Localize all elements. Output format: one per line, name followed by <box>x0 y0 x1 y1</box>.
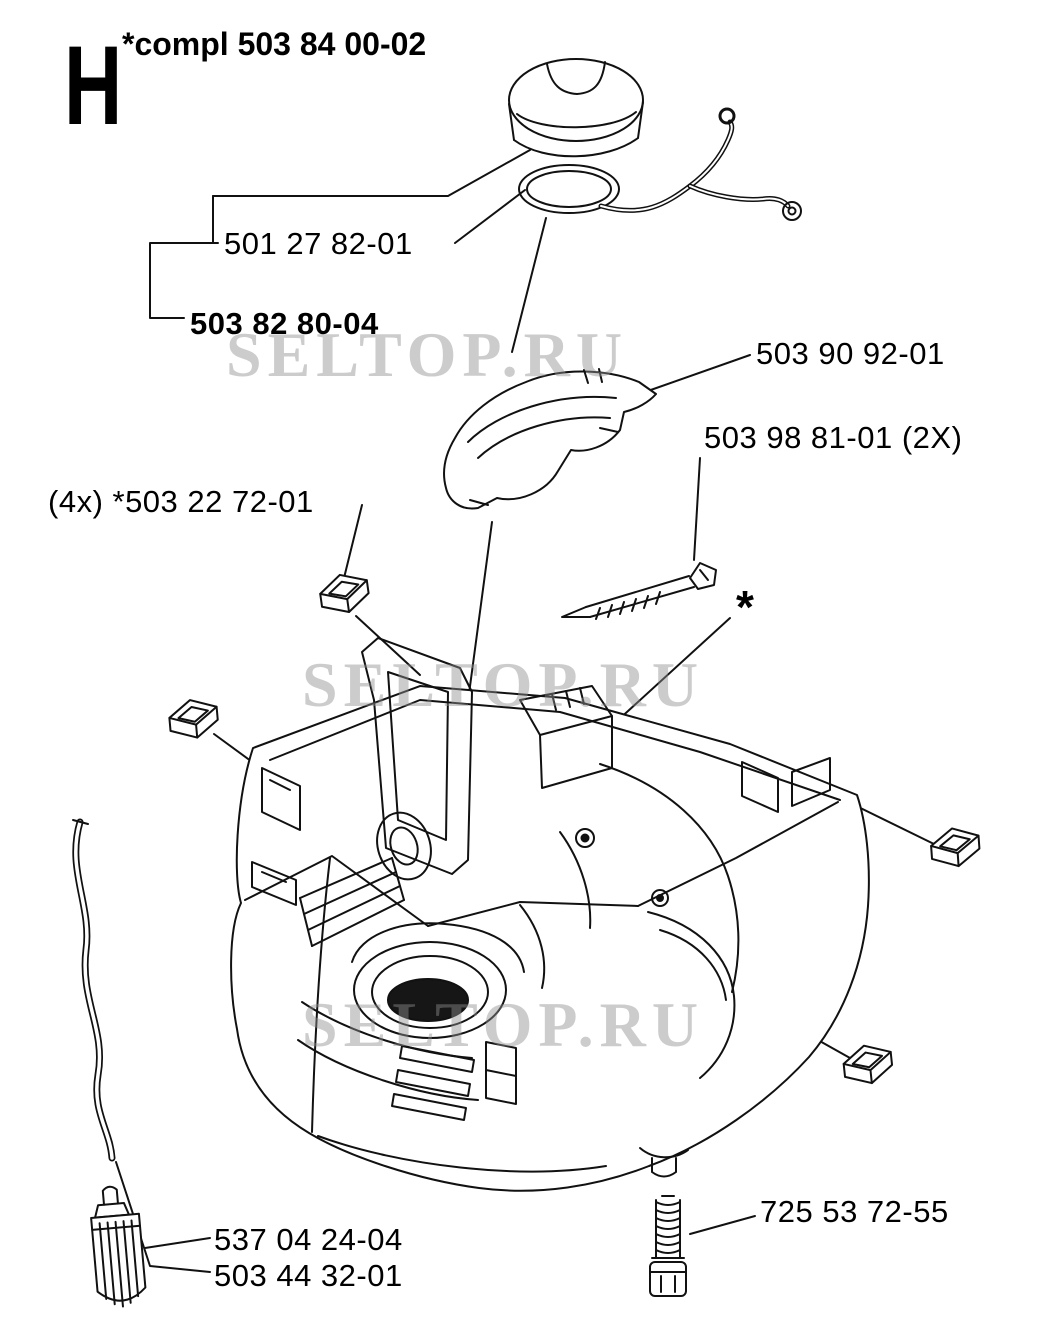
asterisk-marker: * <box>736 581 754 633</box>
clamp-drawing <box>443 368 657 510</box>
page-title: *compl 503 84 00-02 <box>122 26 427 62</box>
part-label-tank-assembly: 503 82 80-04 <box>190 306 379 341</box>
fuel-line-drawing <box>72 818 116 1162</box>
fuel-filter-drawing <box>90 1185 147 1308</box>
part-label-clip-nut: (4x) *503 22 72-01 <box>48 484 314 519</box>
fuel-tank-drawing <box>230 637 870 1192</box>
tank-screw-drawing <box>649 1195 687 1297</box>
screw-drawing <box>561 562 717 620</box>
part-label-tank-screw: 725 53 72-55 <box>760 1194 949 1229</box>
section-letter: H <box>64 23 123 148</box>
part-label-fuel-line: 503 44 32-01 <box>214 1258 403 1293</box>
fuel-cap-drawing <box>508 58 802 221</box>
part-label-clamp: 503 90 92-01 <box>756 336 945 371</box>
part-label-fuel-filter: 537 04 24-04 <box>214 1222 403 1257</box>
part-label-screw: 503 98 81-01 (2X) <box>704 420 963 455</box>
part-label-cap: 501 27 82-01 <box>224 226 413 261</box>
